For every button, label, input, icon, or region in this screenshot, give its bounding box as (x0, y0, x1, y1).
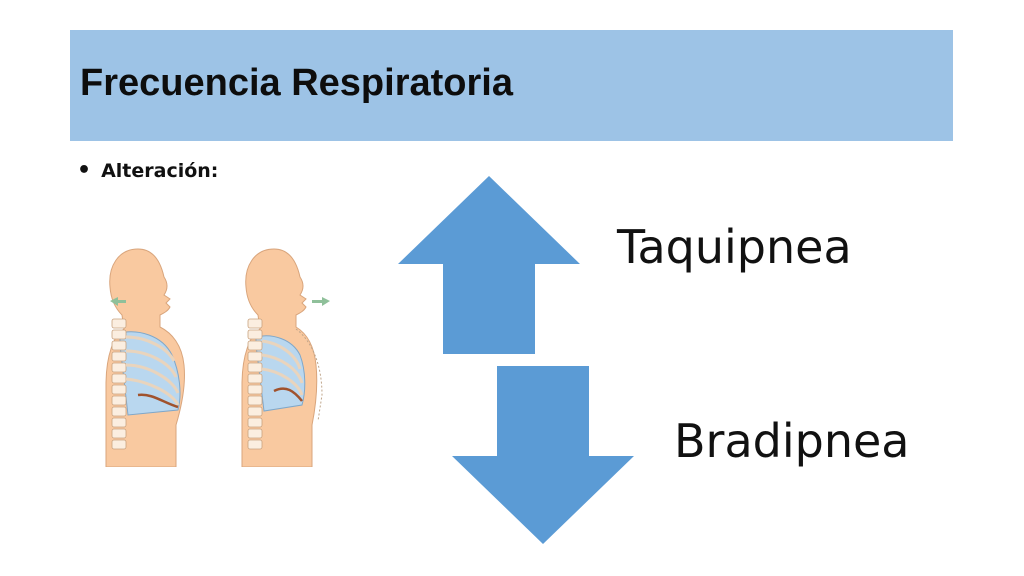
slide-title: Frecuencia Respiratoria (80, 62, 513, 104)
exhalation-figure (241, 248, 330, 467)
inhalation-figure (105, 248, 185, 467)
arrow-down-icon (452, 366, 634, 544)
taquipnea-label: Taquipnea (617, 220, 852, 274)
bradipnea-label: Bradipnea (674, 414, 910, 468)
bullet-dot-icon: • (77, 158, 92, 183)
arrow-up-icon (398, 176, 580, 354)
title-bar: Frecuencia Respiratoria (70, 30, 953, 141)
bullet-item: • Alteración: (77, 158, 218, 183)
bullet-text: Alteración: (101, 159, 219, 182)
